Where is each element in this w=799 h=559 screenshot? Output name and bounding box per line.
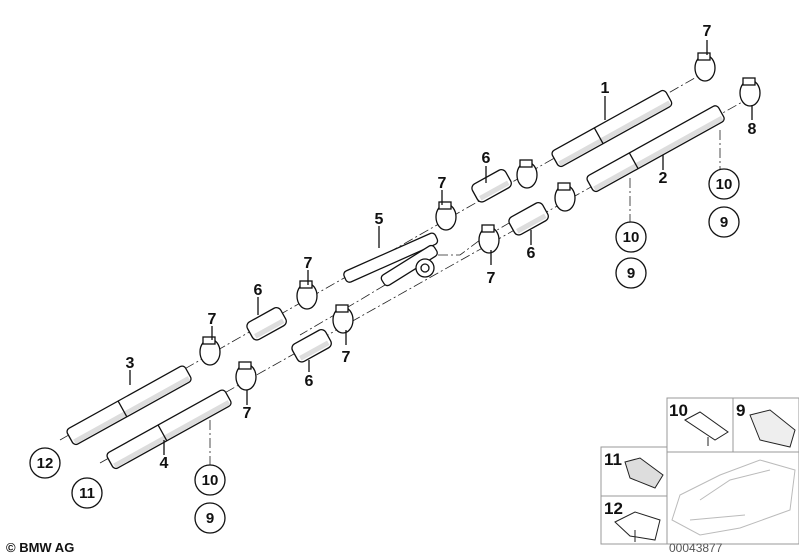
- clamp[interactable]: [435, 201, 457, 231]
- sleeve[interactable]: [290, 328, 333, 364]
- inset-label-11: 11: [604, 450, 622, 469]
- callout-10: 10: [623, 229, 640, 246]
- hose-4[interactable]: [106, 389, 233, 470]
- inset-panel: 10 9 11 12: [600, 397, 799, 545]
- inset-label-9: 9: [736, 401, 745, 420]
- callout-9: 9: [206, 510, 214, 527]
- callout-6: 6: [305, 373, 314, 390]
- callout-7: 7: [208, 311, 217, 328]
- callout-7: 7: [438, 175, 447, 192]
- circled-callouts: 10 9 10 9 10 9 12 11: [29, 168, 740, 534]
- callout-3: 3: [126, 355, 135, 372]
- clamp[interactable]: [694, 52, 716, 82]
- clamp[interactable]: [199, 336, 221, 366]
- sleeve[interactable]: [470, 168, 513, 204]
- bracket-12-icon: [614, 511, 661, 542]
- copyright: © BMW AG: [6, 540, 75, 555]
- clamp[interactable]: [516, 159, 538, 189]
- callout-1: 1: [601, 80, 610, 97]
- clamp[interactable]: [554, 182, 576, 212]
- callout-12: 12: [37, 455, 54, 472]
- callout-7: 7: [703, 23, 712, 40]
- axis-line: [209, 130, 721, 470]
- callout-7: 7: [487, 270, 496, 287]
- inset-label-10: 10: [669, 401, 688, 420]
- callout-7: 7: [304, 255, 313, 272]
- clamp[interactable]: [296, 280, 318, 310]
- callout-9: 9: [720, 214, 728, 231]
- callout-6: 6: [527, 245, 536, 262]
- callout-7: 7: [342, 349, 351, 366]
- callout-6: 6: [482, 150, 491, 167]
- callout-7: 7: [243, 405, 252, 422]
- inset-label-12: 12: [604, 499, 623, 518]
- clamp[interactable]: [478, 224, 500, 254]
- hose-3[interactable]: [66, 365, 193, 446]
- hose-clamps: [199, 52, 761, 391]
- callout-9: 9: [627, 265, 635, 282]
- car-outline-icon: [671, 459, 796, 536]
- y-connector[interactable]: [343, 232, 439, 287]
- clip-9-icon: [749, 409, 796, 448]
- callout-6: 6: [254, 282, 263, 299]
- hose-1[interactable]: [551, 89, 673, 168]
- callout-8: 8: [748, 121, 757, 138]
- clamp[interactable]: [739, 77, 761, 107]
- clamp[interactable]: [235, 361, 257, 391]
- clamp[interactable]: [332, 304, 354, 334]
- callout-5: 5: [375, 211, 384, 228]
- hose-2[interactable]: [586, 104, 726, 193]
- diagram-number: 00043877: [669, 541, 723, 555]
- leader-lines: [129, 40, 753, 455]
- callout-10: 10: [202, 472, 219, 489]
- sleeve[interactable]: [245, 306, 288, 342]
- bracket-10-icon: [684, 411, 729, 446]
- callout-4: 4: [160, 455, 169, 472]
- callout-10: 10: [716, 176, 733, 193]
- callout-2: 2: [659, 170, 668, 187]
- callout-11: 11: [79, 485, 95, 502]
- sleeve[interactable]: [507, 201, 550, 237]
- clip-11-icon: [624, 457, 664, 489]
